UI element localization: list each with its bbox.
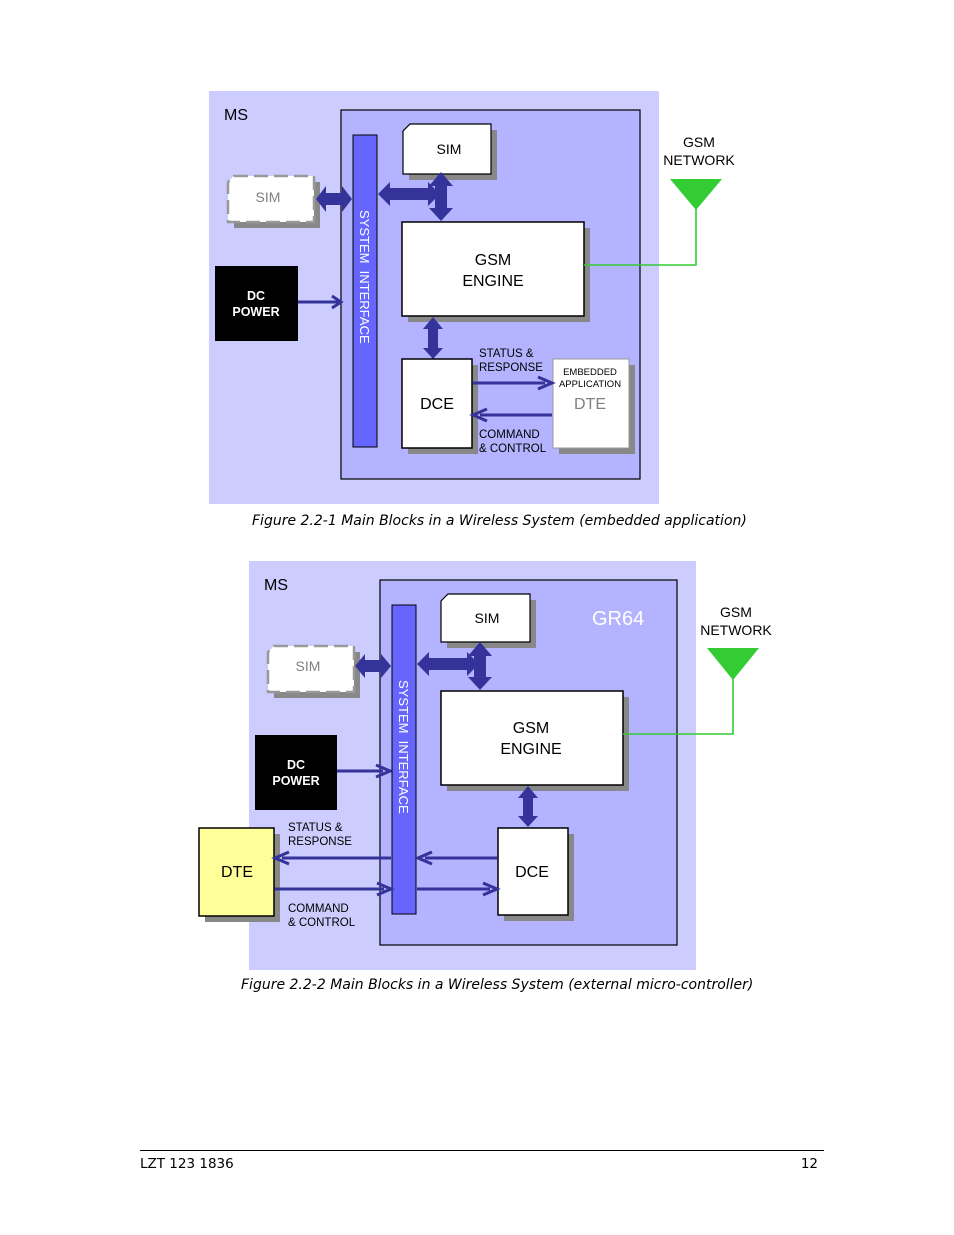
sim-label: SIM <box>437 141 462 157</box>
status-response-line1: STATUS & <box>288 822 343 834</box>
system-interface-bar <box>352 134 378 448</box>
embedded-dte-label: DTE <box>574 396 606 413</box>
figure-2-caption: Figure 2.2-2 Main Blocks in a Wireless S… <box>241 977 754 993</box>
sim-engine-arrow <box>429 172 453 221</box>
status-response-line1: STATUS & <box>479 348 534 360</box>
gsm-engine-line2: ENGINE <box>462 273 523 290</box>
gsm-engine-line2: ENGINE <box>500 741 561 758</box>
engine-dce-arrow <box>423 317 443 359</box>
antenna-icon <box>707 648 759 680</box>
sim-label: SIM <box>475 610 500 626</box>
dc-power-arrow <box>337 763 394 779</box>
block-diagrams: MS SIM DC POWER SYSTEM INTERFACE SIM <box>198 91 772 970</box>
ms-label: MS <box>224 107 248 124</box>
interface-dce-command-arrow <box>417 881 501 897</box>
sim-card: SIM <box>402 123 497 180</box>
system-interface-label: SYSTEM INTERFACE <box>396 680 411 814</box>
command-control-arrow <box>469 407 552 423</box>
command-control-line2: & CONTROL <box>479 443 547 455</box>
dc-power-arrow <box>298 294 344 310</box>
dc-power-block: DC POWER <box>255 735 337 810</box>
gsm-engine-line1: GSM <box>475 252 511 269</box>
interface-sim-engine-arrow <box>378 182 440 206</box>
gsm-network-line2: NETWORK <box>663 152 735 168</box>
gsm-engine-line1: GSM <box>513 720 549 737</box>
status-response-line2: RESPONSE <box>479 362 543 374</box>
system-interface-label: SYSTEM INTERFACE <box>357 210 372 344</box>
figure-2: MS GR64 SIM DC POWER SYSTEM INTERFACE SI… <box>198 561 772 970</box>
sim-card-ghost: SIM <box>226 174 320 228</box>
figure-1: MS SIM DC POWER SYSTEM INTERFACE SIM <box>209 91 735 504</box>
dce-interface-status-arrow <box>414 850 497 866</box>
dc-power-line1: DC <box>247 289 265 303</box>
antenna-link <box>623 675 734 735</box>
gsm-network-line1: GSM <box>720 604 752 620</box>
embedded-app-line2: APPLICATION <box>559 379 621 390</box>
figure-1-caption: Figure 2.2-1 Main Blocks in a Wireless S… <box>252 513 747 529</box>
status-response-arrow <box>473 375 556 391</box>
embedded-dte-block: EMBEDDED APPLICATION DTE <box>552 358 635 454</box>
footer-doc-id: LZT 123 1836 <box>140 1156 234 1172</box>
antenna-link <box>584 205 697 266</box>
dce-block: DCE <box>401 358 478 454</box>
dce-label: DCE <box>420 396 454 413</box>
dc-power-line2: POWER <box>272 774 319 788</box>
status-response-arrow <box>271 850 391 866</box>
dce-block: DCE <box>497 827 574 921</box>
engine-dce-arrow <box>518 786 538 827</box>
gsm-network-line2: NETWORK <box>700 622 772 638</box>
antenna-icon <box>670 179 722 210</box>
sim-ghost-label: SIM <box>256 189 281 205</box>
sim-ghost-label: SIM <box>296 658 321 674</box>
dce-label: DCE <box>515 864 549 881</box>
footer-page-number: 12 <box>800 1156 818 1172</box>
sim-ghost-interface-arrow <box>316 186 352 212</box>
gsm-network-line1: GSM <box>683 134 715 150</box>
footer-divider <box>140 1150 824 1151</box>
dc-power-line1: DC <box>287 758 305 772</box>
status-response-line2: RESPONSE <box>288 836 352 848</box>
sim-card-ghost: SIM <box>266 644 360 698</box>
dc-power-line2: POWER <box>232 305 279 319</box>
sim-card: SIM <box>440 593 536 648</box>
sim-ghost-interface-arrow <box>355 654 391 678</box>
command-control-arrow <box>275 881 395 897</box>
gsm-engine-block: GSM ENGINE <box>401 221 590 322</box>
command-control-line1: COMMAND <box>479 429 540 441</box>
command-control-line2: & CONTROL <box>288 917 356 929</box>
module-label: GR64 <box>592 608 644 630</box>
sim-engine-arrow <box>468 642 492 690</box>
ms-label: MS <box>264 577 288 594</box>
gsm-engine-block: GSM ENGINE <box>440 690 629 791</box>
dc-power-block: DC POWER <box>215 266 298 341</box>
system-interface-bar <box>391 604 417 915</box>
external-dte-label: DTE <box>221 864 253 881</box>
embedded-app-line1: EMBEDDED <box>563 367 617 378</box>
interface-sim-engine-arrow <box>417 652 479 676</box>
command-control-line1: COMMAND <box>288 903 349 915</box>
external-dte-block: DTE <box>198 827 280 922</box>
